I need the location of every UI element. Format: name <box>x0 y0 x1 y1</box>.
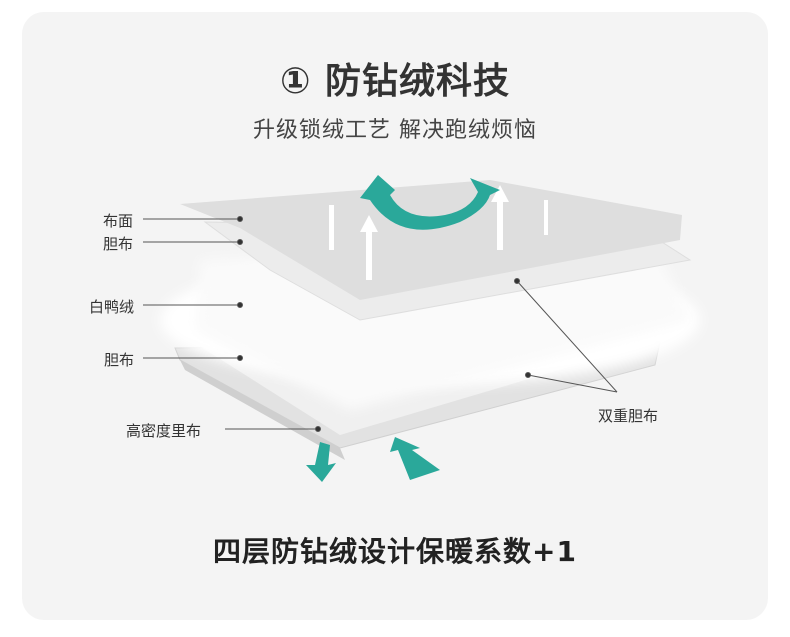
section-title: ① 防钻绒科技 <box>279 61 510 102</box>
airflow-arrows <box>329 185 548 280</box>
surface-layer <box>180 180 682 300</box>
section-subtitle: 升级锁绒工艺 解决跑绒烦恼 <box>253 118 537 143</box>
label-liner-top: 胆布 <box>103 235 134 253</box>
label-down: 白鸭绒 <box>89 298 135 316</box>
footer-tagline: 四层防钻绒设计保暖系数+1 <box>213 535 577 568</box>
label-lining: 高密度里布 <box>126 422 202 440</box>
label-double-liner: 双重胆布 <box>598 407 659 425</box>
teal-down-arrow-icon <box>306 442 336 482</box>
leader-lines <box>143 216 618 432</box>
teal-up-arrow-icon <box>390 437 440 480</box>
teal-curved-arrow-icon <box>360 175 500 230</box>
label-liner-bottom: 胆布 <box>104 351 135 369</box>
label-surface: 布面 <box>103 212 134 230</box>
